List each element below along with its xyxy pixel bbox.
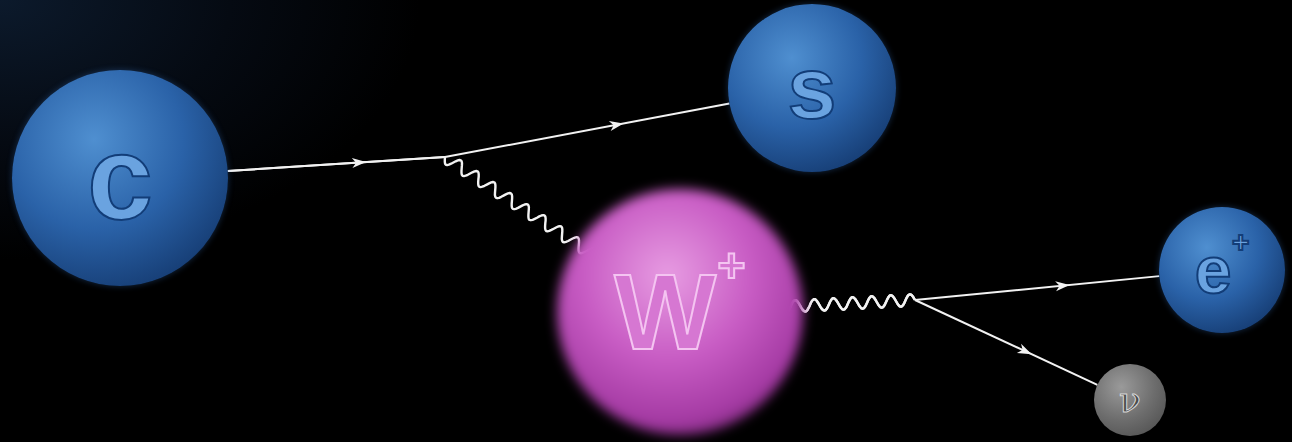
arrowhead — [609, 121, 624, 131]
particle-line — [781, 294, 1097, 385]
neutrino-sphere: ν — [1094, 364, 1166, 436]
arrowhead — [1017, 344, 1032, 354]
fermion-line — [915, 300, 1097, 385]
boson-blob: W+ — [570, 202, 790, 422]
particle-label: c — [87, 119, 153, 237]
quark-sphere: s — [728, 4, 896, 172]
particle-line — [228, 104, 730, 172]
lepton-sphere: e+ — [1159, 207, 1285, 333]
particle-label: W+ — [614, 258, 745, 366]
fermion-line — [445, 104, 729, 157]
fermion-line — [228, 157, 445, 171]
particle-line — [781, 276, 1159, 312]
particle-line — [228, 157, 596, 256]
particle-label: ν — [1119, 382, 1141, 418]
boson-wave — [445, 157, 596, 256]
fermion-line — [228, 157, 445, 171]
particle-label: s — [788, 44, 837, 132]
arrowhead — [1055, 281, 1069, 291]
particle-label: e+ — [1195, 237, 1250, 303]
fermion-line — [915, 276, 1159, 300]
quark-sphere: c — [12, 70, 228, 286]
